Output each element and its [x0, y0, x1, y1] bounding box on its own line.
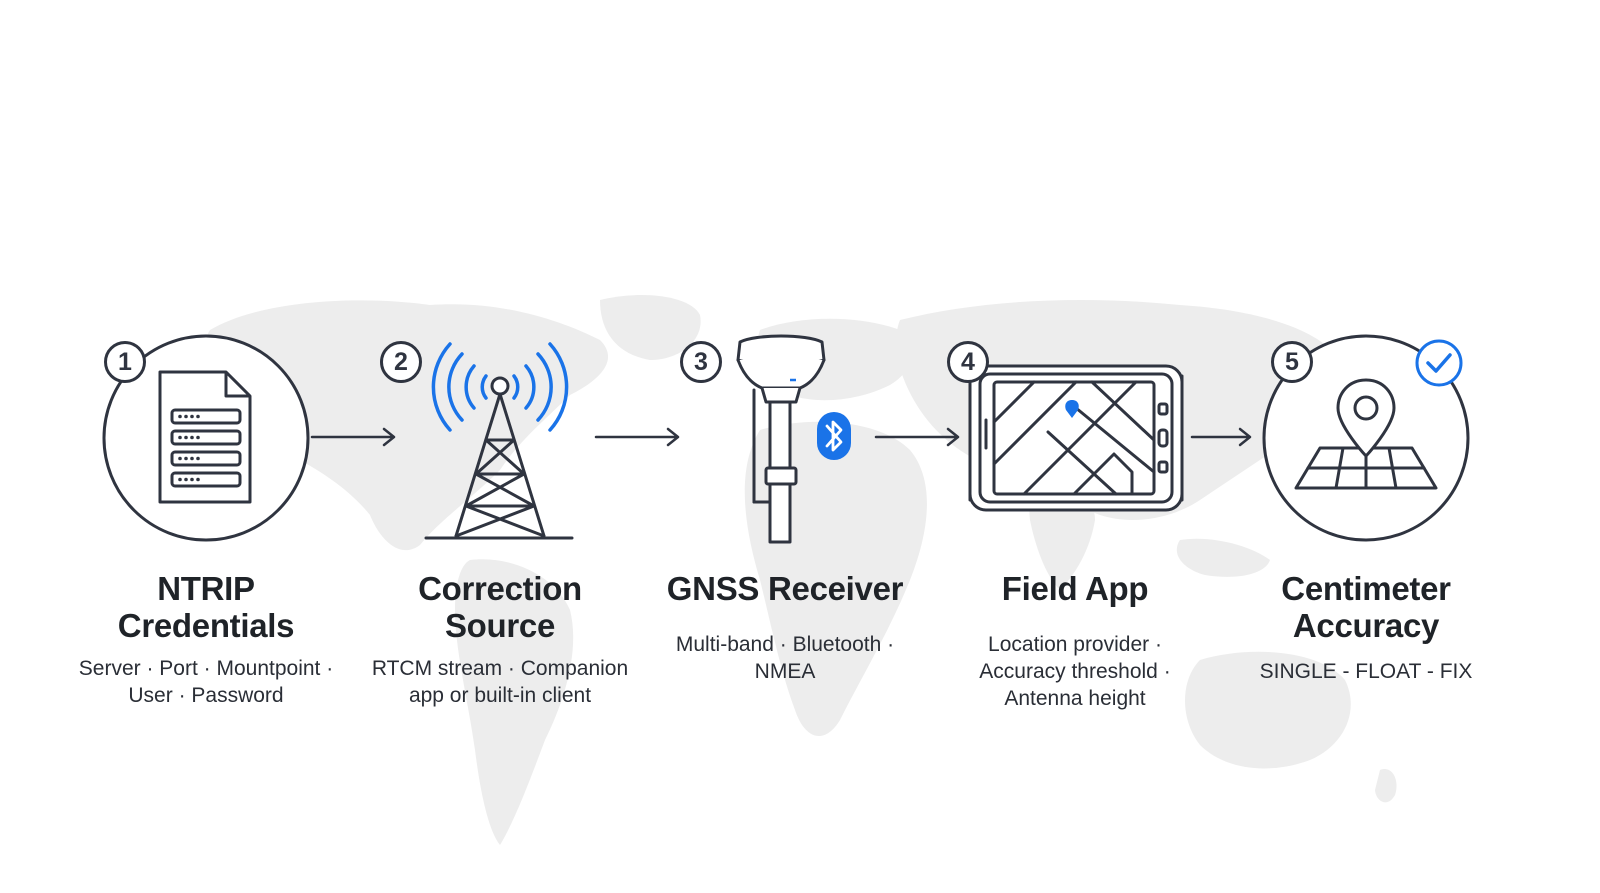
step-3-desc-line-2: NMEA — [754, 660, 816, 683]
check-circle-icon — [1415, 339, 1463, 387]
bluetooth-icon — [817, 412, 851, 460]
step-4-title-line-1: Field App — [1001, 570, 1149, 607]
step-1-description: Server · Port · Mountpoint · User · Pass… — [66, 655, 346, 709]
step-1-title: NTRIP Credentials — [96, 570, 316, 644]
step-4-desc-line-1: Location provider · — [988, 633, 1162, 656]
radio-tower-icon — [424, 342, 574, 540]
document-icon — [158, 370, 252, 504]
step-2-title: Correction Source — [390, 570, 610, 644]
arrow-4-to-5 — [1190, 427, 1252, 447]
step-4-desc-line-3: Antenna height — [1004, 687, 1146, 710]
step-5-title-line-2: Accuracy — [1292, 607, 1440, 644]
step-1-icon — [102, 334, 310, 542]
step-2-description: RTCM stream · Companion app or built-in … — [360, 655, 640, 709]
step-2-title-line-2: Source — [444, 607, 556, 644]
step-4-description: Location provider · Accuracy threshold ·… — [950, 631, 1200, 712]
step-3-desc-line-1: Multi-band · Bluetooth · — [675, 633, 895, 656]
step-1-desc-line-2: User · Password — [128, 684, 284, 707]
gnss-receiver-icon — [736, 334, 826, 544]
step-3-title: GNSS Receiver — [660, 570, 910, 607]
step-4-icon — [968, 364, 1184, 512]
step-5-title: Centimeter Accuracy — [1256, 570, 1476, 644]
arrow-3-to-4 — [874, 427, 960, 447]
step-5-description: SINGLE - FLOAT - FIX — [1246, 658, 1486, 685]
step-1-title-line-1: NTRIP — [157, 570, 255, 607]
step-2-number-badge: 2 — [380, 341, 422, 383]
step-5-title-line-1: Centimeter — [1281, 570, 1451, 607]
arrow-1-to-2 — [310, 427, 396, 447]
step-4-number-badge: 4 — [947, 341, 989, 383]
step-3-description: Multi-band · Bluetooth · NMEA — [660, 631, 910, 685]
step-1-desc-line-1: Server · Port · Mountpoint · — [78, 657, 334, 680]
step-1-title-line-2: Credentials — [117, 607, 295, 644]
step-3-title-line-1: GNSS Receiver — [666, 570, 904, 607]
step-4-desc-line-2: Accuracy threshold · — [979, 660, 1171, 683]
step-2-desc-line-1: RTCM stream · Companion — [371, 657, 629, 680]
step-1-number-badge: 1 — [104, 341, 146, 383]
step-2-icon — [424, 342, 574, 540]
step-3-number-badge: 3 — [680, 341, 722, 383]
step-3-icon — [736, 334, 851, 544]
step-5-desc-line-1: SINGLE - FLOAT - FIX — [1259, 660, 1473, 683]
arrow-2-to-3 — [594, 427, 680, 447]
step-5-icon — [1262, 334, 1470, 542]
step-2-desc-line-2: app or built-in client — [408, 684, 592, 707]
step-4-title: Field App — [960, 570, 1190, 607]
step-2-title-line-1: Correction — [418, 570, 582, 607]
map-pin-grid-icon — [1294, 378, 1438, 490]
step-5-number-badge: 5 — [1271, 341, 1313, 383]
rugged-tablet-icon — [968, 364, 1184, 512]
